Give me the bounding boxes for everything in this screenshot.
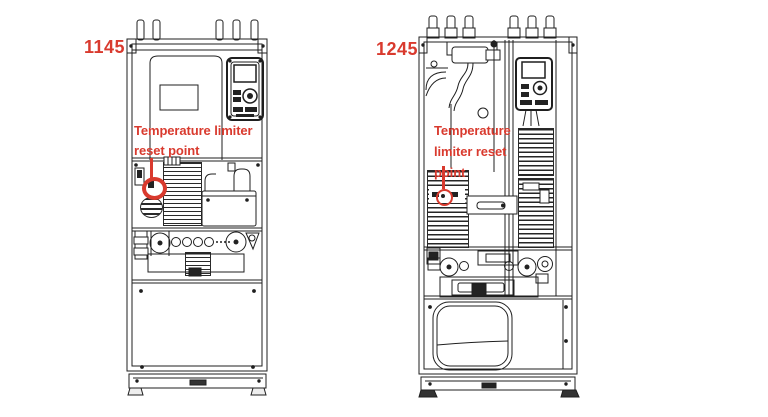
reset-marker-1145[interactable] (142, 177, 167, 200)
reset-point-note-1145: Temperature limiter reset point (134, 123, 253, 158)
radiator-fins-lower-1245 (518, 178, 554, 248)
compressor-band-1245 (424, 246, 572, 300)
control-display-1245 (515, 57, 553, 127)
top-pipes-1245 (426, 15, 557, 39)
striped-cap-1145 (140, 197, 163, 218)
reset-point-note-1245: Temperature limiter reset point (434, 123, 511, 180)
compressor-fins-1145 (185, 252, 211, 276)
bottom-panel-1145 (127, 289, 267, 396)
radiator-fins-upper-1245 (518, 128, 554, 176)
heatsink-fins-1145 (163, 162, 202, 226)
model-label-1245: 1245 (376, 39, 419, 59)
model-label-1145: 1145 (84, 37, 126, 57)
top-pipes-1145 (136, 19, 259, 41)
reset-arrow-1245 (442, 166, 445, 189)
reset-arrow-1145 (150, 158, 153, 178)
reset-marker-1245[interactable] (436, 189, 453, 206)
control-display-1145 (226, 57, 264, 121)
bottom-panel-1245 (418, 300, 580, 398)
